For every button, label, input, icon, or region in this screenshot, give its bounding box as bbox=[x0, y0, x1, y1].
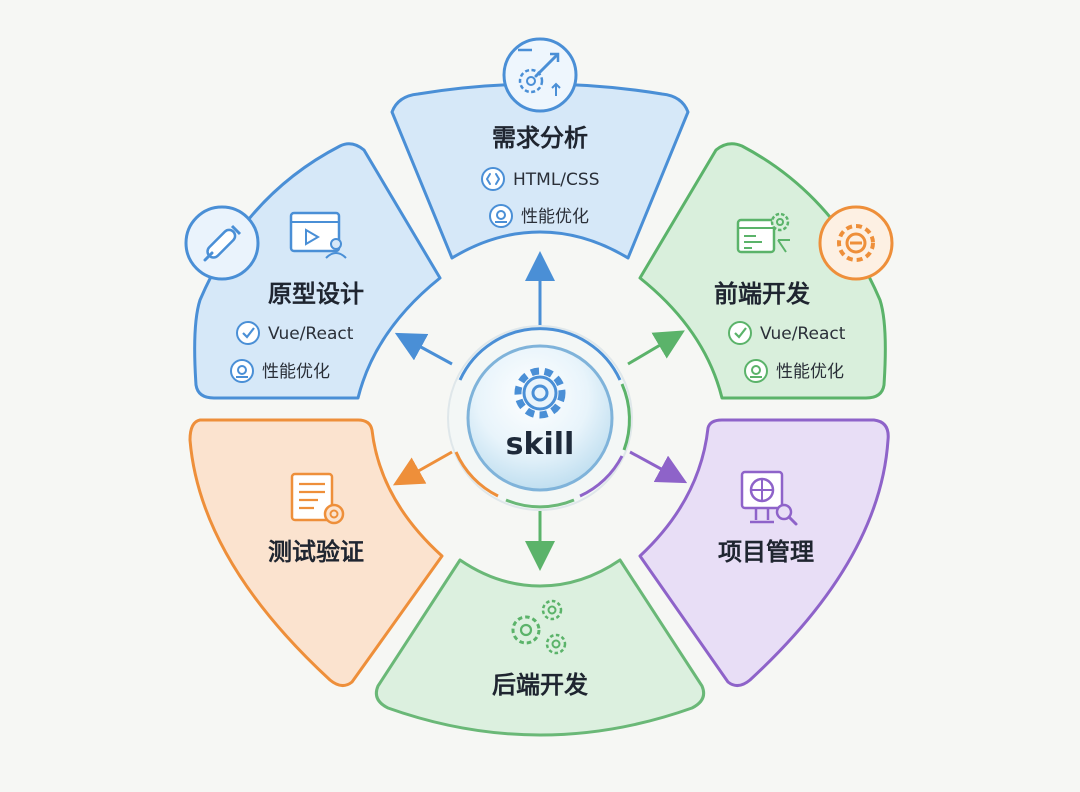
item-label: HTML/CSS bbox=[513, 170, 600, 190]
list-item: 性能优化 bbox=[744, 359, 844, 383]
gears-icon bbox=[511, 599, 567, 655]
connector-arrows bbox=[392, 251, 688, 571]
arrow-to-frontend bbox=[627, 330, 685, 366]
segment-backend: 后端开发 bbox=[374, 558, 706, 737]
browser-user-icon bbox=[289, 211, 347, 259]
gauge-icon bbox=[230, 359, 254, 383]
segment-requirements: 需求分析 HTML/CSS 性能优化 bbox=[390, 37, 690, 260]
segment-shape bbox=[374, 558, 706, 737]
gauge-icon bbox=[744, 359, 768, 383]
check-icon bbox=[236, 321, 260, 345]
document-gear-icon bbox=[290, 472, 345, 525]
segment-testing: 测试验证 bbox=[188, 418, 444, 687]
arrow-to-prototype bbox=[394, 332, 453, 366]
arrow-to-project bbox=[629, 450, 688, 484]
arrow-to-testing bbox=[392, 450, 453, 486]
item-label: Vue/React bbox=[760, 324, 846, 344]
segment-project: 项目管理 bbox=[638, 418, 890, 687]
center-gear-icon bbox=[514, 367, 566, 419]
segment-shape bbox=[638, 142, 887, 400]
segment-title: 原型设计 bbox=[268, 280, 364, 308]
gauge-icon bbox=[489, 204, 513, 228]
segment-title: 项目管理 bbox=[718, 538, 814, 566]
segment-title: 测试验证 bbox=[268, 538, 364, 566]
center-hub: skill bbox=[447, 325, 633, 511]
list-item: Vue/React bbox=[728, 321, 846, 345]
segment-shape bbox=[638, 418, 890, 687]
segment-frontend: 前端开发 Vue/React 性能优化 bbox=[638, 142, 894, 400]
segment-title: 前端开发 bbox=[714, 280, 810, 308]
list-item: HTML/CSS bbox=[481, 167, 600, 191]
segment-title: 需求分析 bbox=[492, 124, 588, 152]
center-label: skill bbox=[506, 427, 575, 462]
list-item: 性能优化 bbox=[489, 204, 589, 228]
segment-shape bbox=[390, 82, 690, 260]
list-item: 性能优化 bbox=[230, 359, 330, 383]
item-label: 性能优化 bbox=[262, 362, 330, 382]
item-label: 性能优化 bbox=[521, 207, 589, 227]
code-gear-icon bbox=[736, 212, 790, 254]
segment-prototype: 原型设计 Vue/React 性能优化 bbox=[184, 142, 442, 400]
list-item: Vue/React bbox=[236, 321, 354, 345]
check-icon bbox=[728, 321, 752, 345]
orange-gear-badge-icon bbox=[818, 205, 894, 281]
segment-title: 后端开发 bbox=[492, 671, 588, 699]
segment-shape bbox=[188, 418, 444, 687]
item-label: 性能优化 bbox=[776, 362, 844, 382]
code-icon bbox=[481, 167, 505, 191]
gear-pencil-icon bbox=[502, 37, 578, 113]
monitor-search-icon bbox=[740, 470, 798, 526]
item-label: Vue/React bbox=[268, 324, 354, 344]
dropper-icon bbox=[184, 205, 260, 281]
